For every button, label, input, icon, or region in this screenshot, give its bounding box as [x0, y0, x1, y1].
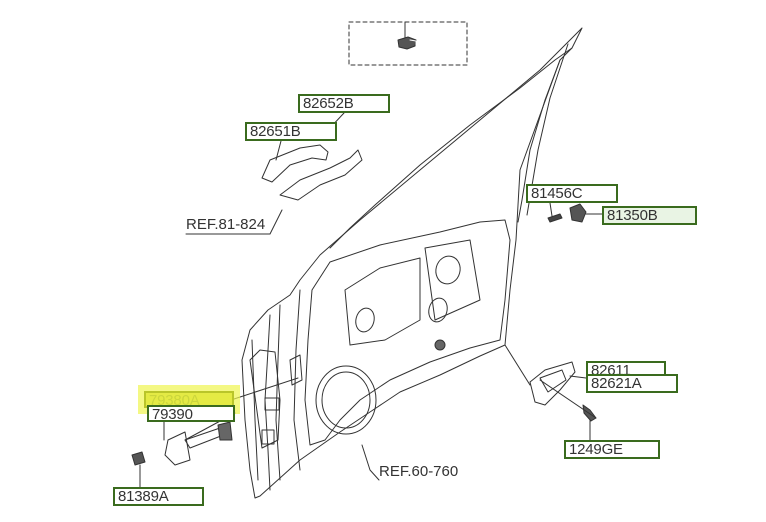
reference-link-60-760[interactable]: REF.60-760: [379, 463, 459, 480]
inner-panel: [249, 219, 511, 449]
part-label-81350B[interactable]: 81350B: [602, 206, 697, 225]
part-label-81456C[interactable]: 81456C: [526, 184, 618, 203]
part-label-82651B[interactable]: 82651B: [245, 122, 337, 141]
part-label-1249GE[interactable]: 1249GE: [564, 440, 660, 459]
leader-lines: [139, 112, 603, 488]
screw-part: [547, 213, 563, 223]
inset-clip-part: [397, 36, 417, 50]
reference-link-81-824[interactable]: REF.81-824: [186, 216, 266, 233]
door-frame: [241, 27, 583, 499]
part-label-79390[interactable]: 79390: [147, 405, 235, 422]
door-check: [131, 421, 233, 466]
part-label-81389A[interactable]: 81389A: [113, 487, 204, 506]
striker-part: [569, 203, 587, 223]
inset-box: [348, 21, 468, 66]
speaker-hole: [315, 365, 377, 435]
part-label-82652B[interactable]: 82652B: [298, 94, 390, 113]
part-label-82621A[interactable]: 82621A: [586, 374, 678, 393]
